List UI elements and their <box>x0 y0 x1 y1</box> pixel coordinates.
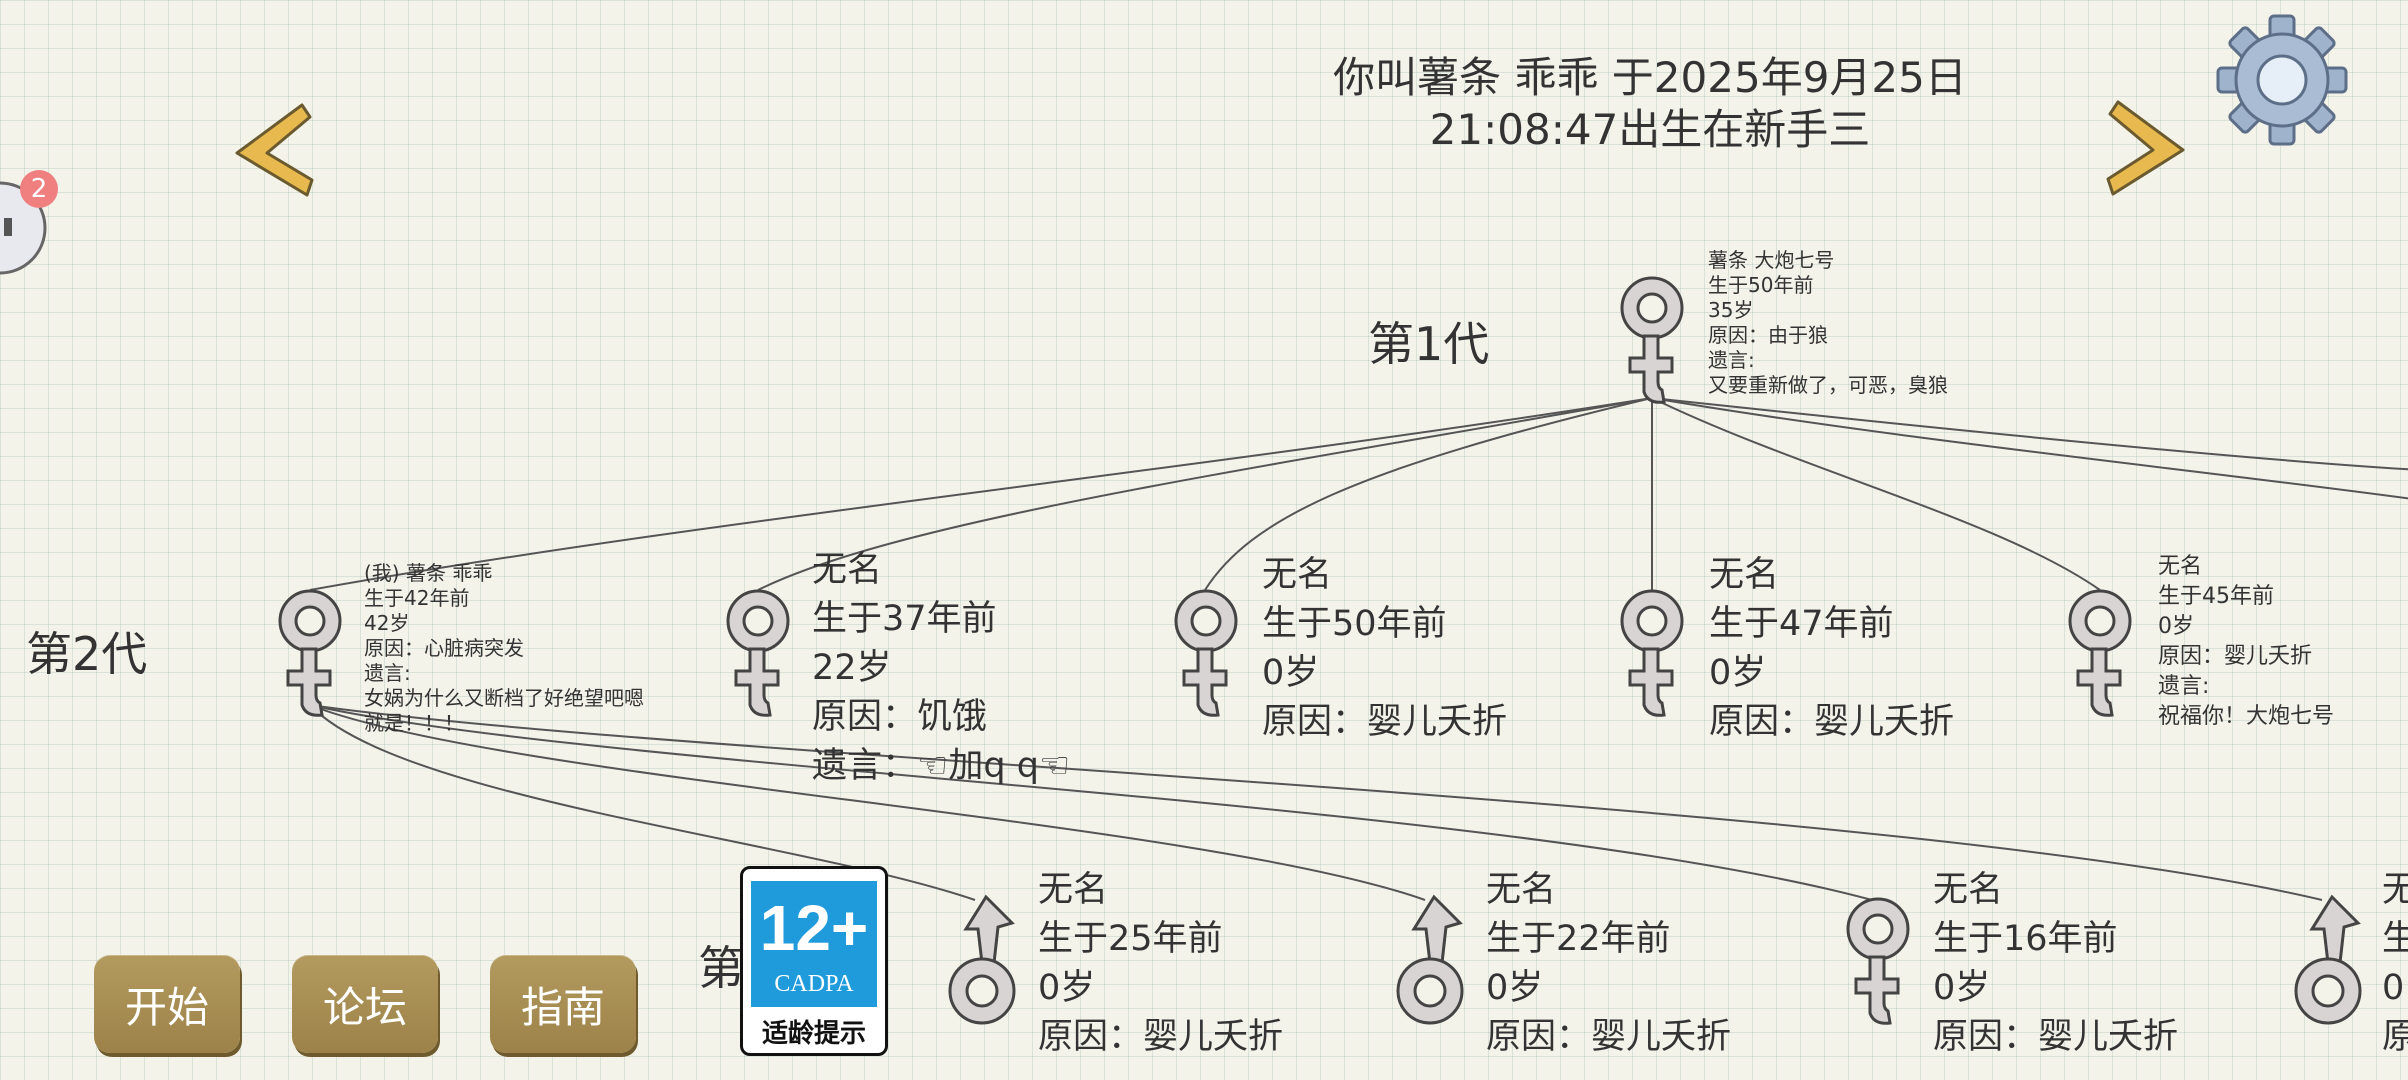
settings-button[interactable] <box>2214 12 2350 148</box>
person-info-line: 0岁 <box>1933 968 1991 1008</box>
person-info-line: 原因：饥饿 <box>812 697 988 737</box>
person-info-g3_a: 无名生于25年前 0岁原因：婴儿夭折 <box>1038 866 1283 1062</box>
person-info-line: 薯条 大炮七号 <box>1708 248 1835 272</box>
age-rating-blue-block <box>751 881 877 1007</box>
person-info-line: 生 <box>2382 919 2408 959</box>
male-symbol-icon[interactable] <box>942 893 1022 1033</box>
person-info-line: 就是！！！ <box>364 711 464 735</box>
person-info-line: 遗言: <box>1708 348 1755 372</box>
person-info-line: 无名 <box>812 550 883 590</box>
male-symbol-icon[interactable] <box>2288 893 2368 1033</box>
female-symbol-icon[interactable] <box>1838 893 1918 1033</box>
person-info-g2_e: 无名生于45年前 0岁原因：婴儿夭折遗言: 祝福你！大炮七号 <box>2158 552 2334 732</box>
generation-3-label: 第 <box>698 941 744 995</box>
person-info-line: 无名 <box>1486 870 1557 910</box>
person-info-line: 42岁 <box>364 611 410 635</box>
person-info-g2_b: 无名生于37年前 22岁原因：饥饿遗言：☜加q q☜ <box>812 546 1070 791</box>
person-info-line: 22岁 <box>812 648 892 688</box>
guide-button[interactable]: 指南 <box>490 955 636 1053</box>
person-info-line: 原因：由于狼 <box>1708 323 1828 347</box>
age-rating-org: CADPA <box>774 971 854 997</box>
person-info-line: 0岁 <box>1262 653 1320 693</box>
female-symbol-icon[interactable] <box>2060 585 2140 725</box>
person-info-line: 0岁 <box>1038 968 1096 1008</box>
person-info-line: 遗言: <box>364 661 411 685</box>
chevron-left-icon <box>235 103 314 197</box>
person-info-line: 遗言: <box>2158 674 2210 699</box>
female-symbol-icon[interactable] <box>1612 585 1692 725</box>
female-symbol-icon[interactable] <box>270 585 350 725</box>
generation-2-label: 第2代 <box>26 627 148 681</box>
forum-button[interactable]: 论坛 <box>292 955 438 1053</box>
person-info-line: 原因：婴儿夭折 <box>1486 1017 1732 1057</box>
person-info-line: 0岁 <box>2158 614 2194 639</box>
person-info-line: (我) 薯条 乖乖 <box>364 561 493 585</box>
age-rating-number: 12+ <box>759 892 869 964</box>
age-rating-badge: 12+ CADPA 适龄提示 <box>740 866 888 1056</box>
person-info-line: 生于47年前 <box>1709 604 1894 644</box>
person-info-line: 0岁 <box>1709 653 1767 693</box>
person-info-line: 遗言：☜加q q☜ <box>812 746 1071 786</box>
female-symbol-icon[interactable] <box>718 585 798 725</box>
person-info-line: 0 <box>2382 968 2405 1008</box>
chevron-right-icon <box>2106 100 2185 196</box>
person-info-line: 又要重新做了，可恶，臭狼 <box>1708 373 1948 397</box>
person-info-line: 0岁 <box>1486 968 1544 1008</box>
person-info-line: 无名 <box>1933 870 2004 910</box>
start-button[interactable]: 开始 <box>94 955 240 1053</box>
person-info-line: 生于22年前 <box>1486 919 1671 959</box>
notification-badge: 2 <box>20 170 58 208</box>
person-info-line: 无 <box>2382 870 2408 910</box>
person-info-line: 祝福你！大炮七号 <box>2158 704 2335 729</box>
age-rating-tip: 适龄提示 <box>761 1019 866 1049</box>
person-info-g2_c: 无名生于50年前 0岁原因：婴儿夭折 <box>1262 551 1507 747</box>
person-info-g2_d: 无名生于47年前 0岁原因：婴儿夭折 <box>1709 551 1954 747</box>
birth-info-title: 你叫薯条 乖乖 于2025年9月25日 21:08:47出生在新手三 <box>1333 53 1967 154</box>
person-info-line: 原因：婴儿夭折 <box>1262 702 1508 742</box>
person-info-line: 无名 <box>1709 555 1780 595</box>
person-info-line: 原 <box>2382 1017 2408 1057</box>
gear-icon <box>2216 14 2348 146</box>
person-info-line: 原因：婴儿夭折 <box>2158 644 2313 669</box>
person-info-line: 原因：婴儿夭折 <box>1038 1017 1284 1057</box>
next-arrow-button[interactable] <box>2098 92 2198 204</box>
person-info-line: 生于37年前 <box>812 599 997 639</box>
person-info-line: 生于50年前 <box>1708 273 1814 297</box>
person-info-line: 无名 <box>2158 554 2203 579</box>
person-info-line: 原因：婴儿夭折 <box>1709 702 1955 742</box>
person-info-line: 35岁 <box>1708 298 1754 322</box>
person-info-line: 生于25年前 <box>1038 919 1223 959</box>
male-symbol-icon[interactable] <box>1390 893 1470 1033</box>
person-info-line: 原因：心脏病突发 <box>364 636 524 660</box>
person-info-line: 生于42年前 <box>364 586 470 610</box>
person-info-line: 生于45年前 <box>2158 584 2274 609</box>
generation-1-label: 第1代 <box>1368 317 1490 371</box>
female-symbol-icon[interactable] <box>1166 585 1246 725</box>
person-info-line: 无名 <box>1038 870 1109 910</box>
person-info-g3_c: 无名生于16年前 0岁原因：婴儿夭折 <box>1933 866 2178 1062</box>
person-info-g3_b: 无名生于22年前 0岁原因：婴儿夭折 <box>1486 866 1731 1062</box>
person-info-g3_d: 无生 0 原 <box>2382 866 2408 1062</box>
person-info-line: 无名 <box>1262 555 1333 595</box>
person-info-line: 生于16年前 <box>1933 919 2118 959</box>
person-info-line: 生于50年前 <box>1262 604 1447 644</box>
prev-arrow-button[interactable] <box>222 95 322 205</box>
female-symbol-icon[interactable] <box>1612 272 1692 412</box>
person-info-line: 原因：婴儿夭折 <box>1933 1017 2179 1057</box>
person-info-line: 女娲为什么又断档了好绝望吧嗯 <box>364 686 644 710</box>
